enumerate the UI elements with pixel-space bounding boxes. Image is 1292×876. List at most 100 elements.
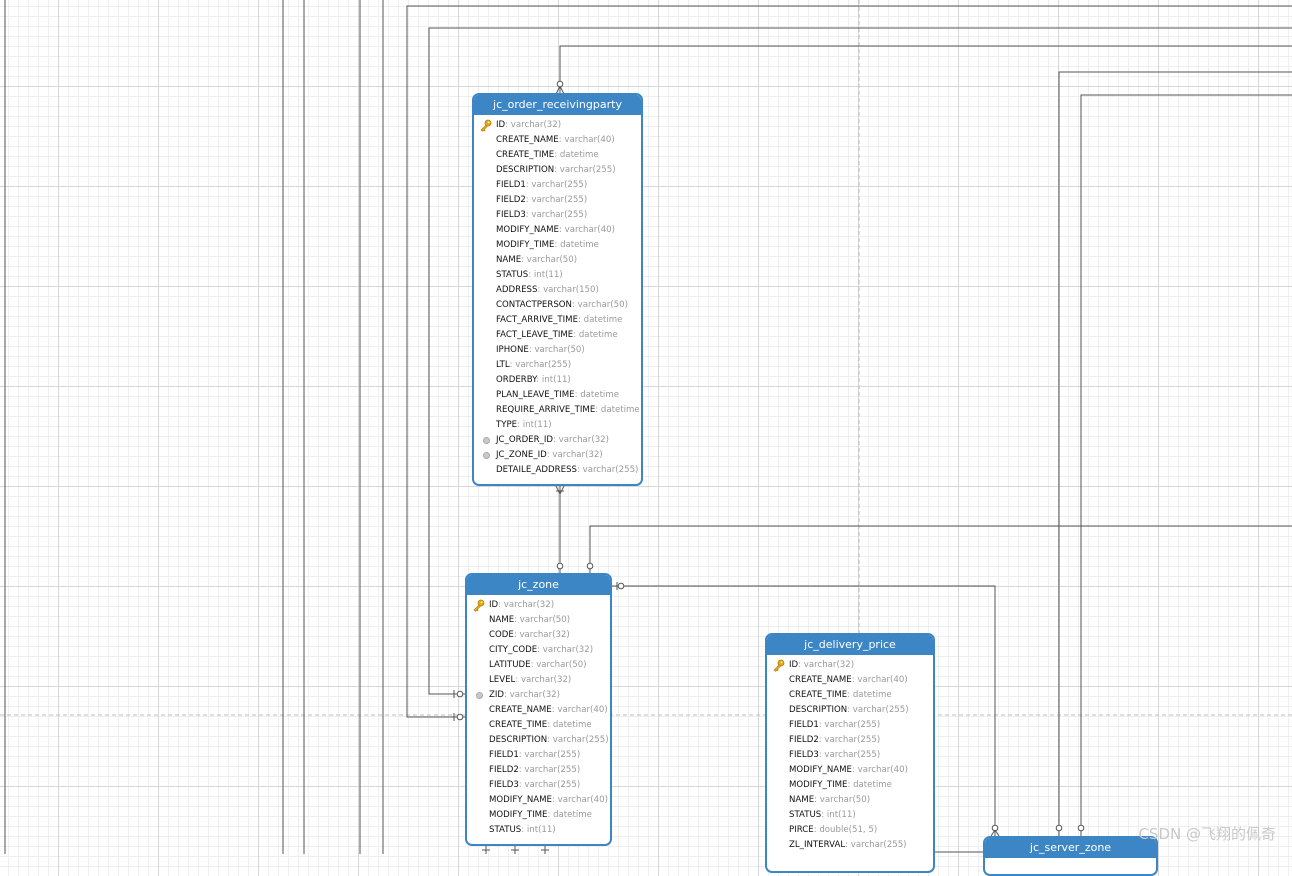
field-type: : varchar(255) bbox=[509, 360, 572, 370]
field-row[interactable]: ADDRESS: varchar(150) bbox=[474, 283, 641, 298]
field-name: TYPE bbox=[496, 420, 518, 430]
field-row[interactable]: STATUS: int(11) bbox=[474, 268, 641, 283]
field-row[interactable]: MODIFY_NAME: varchar(40) bbox=[467, 793, 610, 808]
entity-jc-zone[interactable]: jc_zone ID: varchar(32)NAME: varchar(50)… bbox=[465, 573, 612, 846]
field-row[interactable]: CREATE_TIME: datetime bbox=[474, 148, 641, 163]
field-row[interactable]: CONTACTPERSON: varchar(50) bbox=[474, 298, 641, 313]
field-row[interactable]: MODIFY_TIME: datetime bbox=[474, 238, 641, 253]
field-row[interactable]: MODIFY_TIME: datetime bbox=[767, 778, 933, 793]
field-row[interactable]: DESCRIPTION: varchar(255) bbox=[467, 733, 610, 748]
field-row[interactable]: ZID: varchar(32) bbox=[467, 688, 610, 703]
field-row[interactable]: MODIFY_TIME: datetime bbox=[467, 808, 610, 823]
field-row[interactable]: FIELD3: varchar(255) bbox=[767, 748, 933, 763]
entity-jc-delivery-price[interactable]: jc_delivery_price ID: varchar(32)CREATE_… bbox=[765, 633, 935, 873]
field-row[interactable]: JC_ZONE_ID: varchar(32) bbox=[474, 448, 641, 463]
field-name: CREATE_TIME bbox=[489, 720, 548, 730]
field-row[interactable]: DESCRIPTION: varchar(255) bbox=[767, 703, 933, 718]
field-type: : int(11) bbox=[528, 270, 563, 280]
field-list: ID: varchar(32)CREATE_NAME: varchar(40)C… bbox=[767, 655, 933, 853]
field-row[interactable]: DESCRIPTION: varchar(255) bbox=[474, 163, 641, 178]
field-name: FIELD1 bbox=[496, 180, 526, 190]
field-name: REQUIRE_ARRIVE_TIME bbox=[496, 405, 596, 415]
field-name: STATUS bbox=[489, 825, 522, 835]
field-row[interactable]: CREATE_NAME: varchar(40) bbox=[467, 703, 610, 718]
field-row[interactable]: PLAN_LEAVE_TIME: datetime bbox=[474, 388, 641, 403]
field-name: ZL_INTERVAL bbox=[789, 840, 846, 850]
field-row[interactable]: FIELD3: varchar(255) bbox=[474, 208, 641, 223]
field-row[interactable]: DETAILE_ADDRESS: varchar(255) bbox=[474, 463, 641, 478]
entity-jc-server-zone[interactable]: jc_server_zone bbox=[983, 836, 1158, 876]
field-row[interactable]: FIELD2: varchar(255) bbox=[767, 733, 933, 748]
field-type: : varchar(255) bbox=[576, 465, 639, 475]
field-name: DESCRIPTION bbox=[489, 735, 548, 745]
field-type: : varchar(32) bbox=[553, 435, 609, 445]
field-name: CITY_CODE bbox=[489, 645, 538, 655]
foreign-key-icon bbox=[476, 692, 483, 699]
field-name: ADDRESS bbox=[496, 285, 538, 295]
field-row[interactable]: FIELD3: varchar(255) bbox=[467, 778, 610, 793]
field-row[interactable]: LTL: varchar(255) bbox=[474, 358, 641, 373]
field-row[interactable]: PIRCE: double(51, 5) bbox=[767, 823, 933, 838]
field-row[interactable]: NAME: varchar(50) bbox=[467, 613, 610, 628]
field-row[interactable]: ZL_INTERVAL: varchar(255) bbox=[767, 838, 933, 853]
field-row[interactable]: CREATE_NAME: varchar(40) bbox=[474, 133, 641, 148]
field-name: LTL bbox=[496, 360, 510, 370]
field-row[interactable]: MODIFY_NAME: varchar(40) bbox=[767, 763, 933, 778]
field-type: : datetime bbox=[847, 690, 892, 700]
field-row[interactable]: ID: varchar(32) bbox=[767, 658, 933, 673]
field-row[interactable]: LATITUDE: varchar(50) bbox=[467, 658, 610, 673]
field-row[interactable]: CREATE_TIME: datetime bbox=[467, 718, 610, 733]
foreign-key-icon bbox=[483, 437, 490, 444]
field-type: : varchar(32) bbox=[537, 645, 594, 655]
field-list: ID: varchar(32)CREATE_NAME: varchar(40)C… bbox=[474, 115, 641, 478]
field-type: : varchar(32) bbox=[513, 630, 570, 640]
foreign-key-icon bbox=[483, 452, 490, 459]
field-name: FACT_ARRIVE_TIME bbox=[496, 315, 579, 325]
field-row[interactable]: CREATE_TIME: datetime bbox=[767, 688, 933, 703]
field-name: FIELD2 bbox=[789, 735, 819, 745]
field-name: JC_ZONE_ID bbox=[496, 450, 547, 460]
field-row[interactable]: ID: varchar(32) bbox=[467, 598, 610, 613]
field-row[interactable]: LEVEL: varchar(32) bbox=[467, 673, 610, 688]
field-type: : varchar(255) bbox=[818, 750, 881, 760]
field-row[interactable]: FACT_LEAVE_TIME: datetime bbox=[474, 328, 641, 343]
field-row[interactable]: NAME: varchar(50) bbox=[474, 253, 641, 268]
field-row[interactable]: FIELD1: varchar(255) bbox=[474, 178, 641, 193]
field-type: : varchar(255) bbox=[525, 195, 588, 205]
entity-jc-order-receivingparty[interactable]: jc_order_receivingparty ID: varchar(32)C… bbox=[472, 93, 643, 486]
field-row[interactable]: FIELD1: varchar(255) bbox=[767, 718, 933, 733]
field-type: : varchar(150) bbox=[537, 285, 599, 295]
field-type: : varchar(40) bbox=[551, 795, 608, 805]
field-row[interactable]: REQUIRE_ARRIVE_TIME: datetime bbox=[474, 403, 641, 418]
field-row[interactable]: STATUS: int(11) bbox=[767, 808, 933, 823]
field-name: CREATE_NAME bbox=[489, 705, 552, 715]
field-row[interactable]: ORDERBY: int(11) bbox=[474, 373, 641, 388]
field-row[interactable]: FACT_ARRIVE_TIME: datetime bbox=[474, 313, 641, 328]
field-name: CREATE_NAME bbox=[789, 675, 852, 685]
field-type: : varchar(255) bbox=[518, 765, 581, 775]
field-type: : int(11) bbox=[821, 810, 856, 820]
field-row[interactable]: STATUS: int(11) bbox=[467, 823, 610, 838]
field-row[interactable]: NAME: varchar(50) bbox=[767, 793, 933, 808]
field-row[interactable]: JC_ORDER_ID: varchar(32) bbox=[474, 433, 641, 448]
field-name: ID bbox=[496, 120, 506, 130]
field-row[interactable]: CREATE_NAME: varchar(40) bbox=[767, 673, 933, 688]
field-type: : varchar(40) bbox=[551, 705, 608, 715]
field-name: FIELD3 bbox=[789, 750, 819, 760]
field-row[interactable]: IPHONE: varchar(50) bbox=[474, 343, 641, 358]
field-type: : datetime bbox=[595, 405, 640, 415]
field-row[interactable]: CITY_CODE: varchar(32) bbox=[467, 643, 610, 658]
field-type: : varchar(50) bbox=[514, 615, 571, 625]
field-list: ID: varchar(32)NAME: varchar(50)CODE: va… bbox=[467, 595, 610, 838]
field-type: : varchar(255) bbox=[525, 180, 588, 190]
field-name: MODIFY_TIME bbox=[789, 780, 848, 790]
field-type: : varchar(40) bbox=[558, 225, 615, 235]
field-row[interactable]: CODE: varchar(32) bbox=[467, 628, 610, 643]
field-row[interactable]: FIELD1: varchar(255) bbox=[467, 748, 610, 763]
field-row[interactable]: FIELD2: varchar(255) bbox=[474, 193, 641, 208]
field-type: : varchar(32) bbox=[504, 690, 560, 700]
field-row[interactable]: FIELD2: varchar(255) bbox=[467, 763, 610, 778]
field-row[interactable]: ID: varchar(32) bbox=[474, 118, 641, 133]
field-row[interactable]: TYPE: int(11) bbox=[474, 418, 641, 433]
field-row[interactable]: MODIFY_NAME: varchar(40) bbox=[474, 223, 641, 238]
